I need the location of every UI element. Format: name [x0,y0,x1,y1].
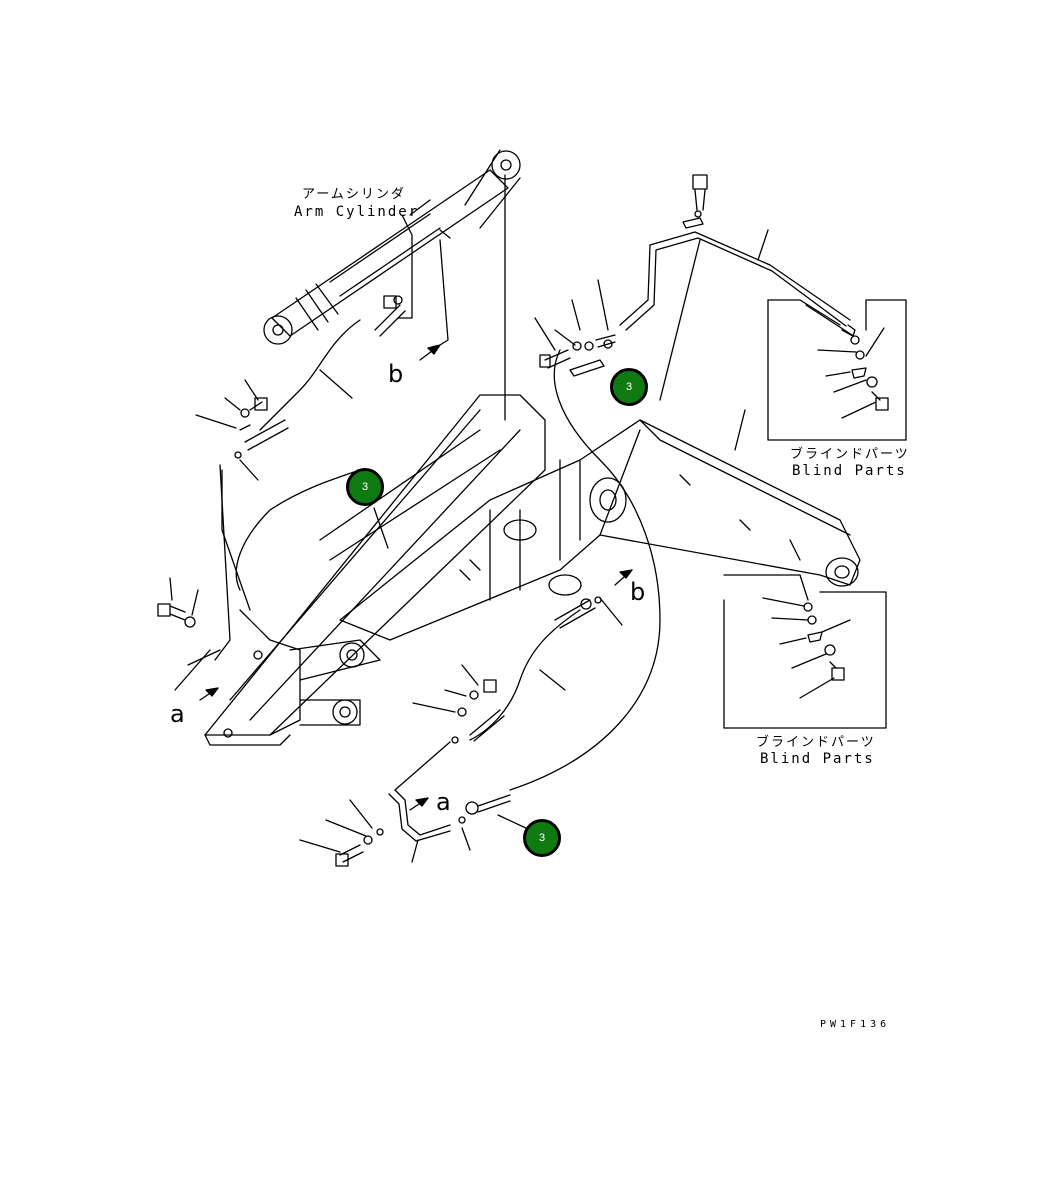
callout-marker[interactable]: 3 [346,468,384,506]
blind-parts-upper-label-en: Blind Parts [792,463,907,479]
arm-cylinder-label-jp: アームシリンダ [302,187,406,202]
bolts-center [335,295,602,867]
bolts-top-center [539,334,616,377]
blind-parts-box-upper [767,299,907,441]
callout-marker[interactable]: 3 [610,368,648,406]
steel-tube-drawing [619,231,856,401]
drawing-code: PW1F136 [820,1019,891,1030]
boom-body-drawing [339,419,861,641]
blind-parts-upper-label-jp: ブラインドパーツ [790,447,910,462]
reference-b-top: b [388,360,404,388]
blind-parts-box-lower [723,574,887,729]
arm-cylinder-drawing [263,149,521,345]
reference-arrows [199,344,633,811]
reference-a-left: a [170,700,185,728]
blind-parts-lower-label-en: Blind Parts [760,751,875,767]
reference-b-mid: b [630,578,646,606]
callout-marker[interactable]: 3 [523,819,561,857]
bolts-left [157,397,289,628]
bolt-top-pipe [682,174,708,229]
hoses-drawing [235,319,661,791]
reference-a-bottom: a [436,788,451,816]
blind-parts-lower-label-jp: ブラインドパーツ [756,735,876,750]
arm-cylinder-label-en: Arm Cylinder [294,204,420,220]
lower-tube-drawing [388,789,451,842]
